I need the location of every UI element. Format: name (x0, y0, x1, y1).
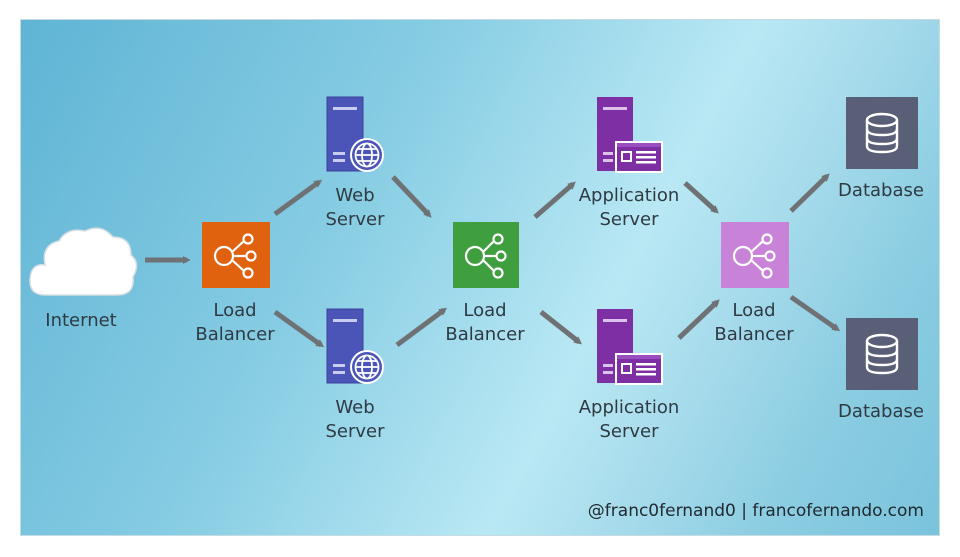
connection-arrows (145, 173, 841, 348)
database-icon (846, 318, 918, 390)
arrow-lb3-to-db2 (789, 294, 841, 332)
load-balancer-icon (453, 222, 519, 288)
load-balancer-icon (202, 222, 270, 288)
arrow-lb2-to-app2 (539, 310, 582, 345)
database-icon (846, 97, 918, 169)
arrow-lb2-to-app1 (533, 181, 576, 219)
architecture-diagram (29, 96, 918, 390)
application-server-icon (597, 309, 663, 385)
arrow-web1-to-lb2 (391, 175, 432, 218)
arrow-web2-to-lb2 (395, 307, 448, 348)
arrow-app1-to-lb3 (683, 181, 719, 214)
internet-label: Internet (45, 310, 117, 331)
load-balancer-icon (721, 222, 789, 288)
web-server-icon (326, 308, 384, 384)
web-server-icon (326, 96, 384, 172)
arrow-lb1-to-web2 (273, 309, 325, 348)
cloud-icon (29, 227, 138, 296)
arrow-lb3-to-db1 (789, 173, 830, 213)
footer-credit: @franc0fernand0 | francofernando.com (587, 501, 924, 521)
database-label: Database (838, 180, 924, 201)
database-label: Database (838, 401, 924, 422)
arrow-app2-to-lb3 (677, 299, 720, 340)
diagram-canvas (20, 19, 940, 536)
application-server-icon (597, 97, 663, 173)
arrow-lb1-to-web1 (273, 179, 323, 217)
